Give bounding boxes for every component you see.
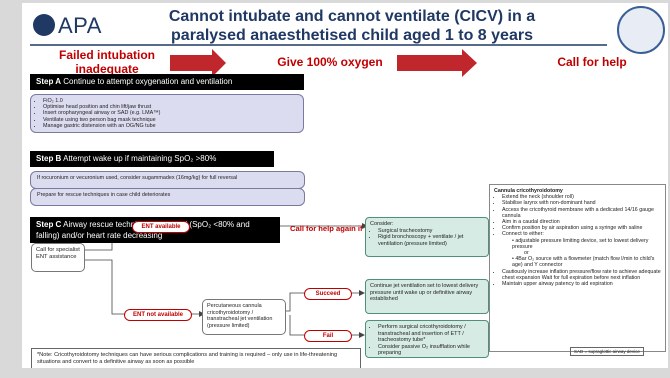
ent-not-available-pill: ENT not available — [124, 309, 192, 321]
guideline-slide: APA Cannot intubate and cannot ventilate… — [22, 3, 668, 368]
right-arrow-icon — [397, 49, 477, 77]
cric-item: Stabilise larynx with non-dominant hand — [502, 200, 661, 206]
cannula-cricothyroidotomy-panel: Cannula cricothyroidotomy Extend the nec… — [489, 184, 666, 352]
fail-item: Consider passive O₂ insufflation while p… — [378, 344, 484, 357]
consider-title: Consider: — [370, 221, 394, 227]
cric-title: Cannula cricothyroidotomy — [494, 188, 563, 194]
step-a-label: Step A — [36, 77, 62, 86]
step-b-note-prepare: Prepare for rescue techniques in case ch… — [30, 188, 305, 206]
cric-item: Maintain upper airway patency to aid exp… — [502, 281, 661, 287]
step-a-item: FiO₂ 1.0 — [43, 98, 299, 104]
connector-ent-not-available — [82, 259, 200, 315]
right-arrow-icon — [170, 49, 226, 77]
step-a-item: Optimise head position and chin lift/jaw… — [43, 104, 299, 110]
step-a-item: Insert oropharyngeal airway or SAD (e.g.… — [43, 110, 299, 116]
step-c-label: Step C — [36, 220, 62, 229]
title-line-1: Cannot intubate and cannot ventilate (CI… — [168, 8, 536, 25]
fail-pill: Fail — [304, 330, 352, 342]
cric-option-2: • 4Bar O₂ source with a flowmeter (match… — [512, 256, 655, 269]
consider-box: Consider: Surgical tracheostomy Rigid br… — [365, 217, 489, 257]
fail-box: Perform surgical cricothyroidotomy / tra… — [365, 320, 489, 358]
consider-item: Rigid bronchoscopy + ventilate / jet ven… — [378, 234, 484, 247]
ent-available-pill: ENT available — [132, 221, 190, 233]
step-a-text: Continue to attempt oxygenation and vent… — [63, 77, 233, 86]
cric-item: Cautiously increase inflation pressure/f… — [502, 269, 661, 281]
cric-item: Confirm position by air aspiration using… — [502, 225, 661, 231]
logo-text: APA — [58, 13, 102, 38]
fail-item: Perform surgical cricothyroidotomy / tra… — [378, 324, 484, 344]
cric-item: Access the cricothyroid membrane with a … — [502, 207, 661, 219]
cric-option-2-text: 4Bar O₂ source with a flowmeter (match f… — [512, 256, 655, 269]
step-b-header: Step B Attempt wake up if maintaining Sp… — [30, 151, 274, 167]
succeed-box: Continue jet ventilation set to lowest d… — [365, 279, 489, 314]
step-a-panel: FiO₂ 1.0 Optimise head position and chin… — [30, 94, 304, 133]
cric-option-1-text: adjustable pressure limiting device, set… — [512, 237, 649, 250]
apa-logo: APA — [33, 12, 113, 42]
cric-or: or — [524, 250, 529, 257]
cric-item: Connect to either: — [502, 231, 661, 237]
specialist-ent-box: Call for specialist ENT assistance — [31, 243, 85, 272]
step-a-header: Step A Continue to attempt oxygenation a… — [30, 74, 304, 90]
header-failed-line1: Failed intubation — [59, 48, 155, 62]
consider-item: Surgical tracheostomy — [378, 228, 484, 235]
header-give-oxygen: Give 100% oxygen — [277, 55, 383, 69]
step-c-text-line2: falling) and/or heart rate decreasing — [36, 231, 163, 240]
footnote: *Note: Cricothyroidotomy techniques can … — [31, 348, 361, 368]
society-seal-icon — [617, 6, 665, 54]
percutaneous-box: Percutaneous cannula cricothyroidotomy /… — [202, 299, 286, 335]
page-title: Cannot intubate and cannot ventilate (CI… — [132, 7, 572, 45]
step-a-item: Manage gastric distension with an OG/NG … — [43, 123, 299, 129]
succeed-pill: Succeed — [304, 288, 352, 300]
apa-logo-icon — [33, 14, 55, 36]
cric-item: Aim in a caudal direction — [502, 219, 661, 225]
title-line-2: paralysed anaesthetised child aged 1 to … — [171, 27, 533, 44]
step-b-text: Attempt wake up if maintaining SpO₂ >80% — [63, 154, 217, 163]
step-b-label: Step B — [36, 154, 62, 163]
cric-option-1: • adjustable pressure limiting device, s… — [512, 237, 649, 250]
call-for-help-again: Call for help again if not arrived — [290, 224, 404, 233]
cric-item: Extend the neck (shoulder roll) — [502, 194, 661, 200]
step-a-item: Ventilate using two person bag mask tech… — [43, 117, 299, 123]
sad-abbreviation-note: SAD = supraglottic airway device — [570, 347, 644, 356]
header-call-for-help: Call for help — [557, 55, 627, 69]
step-b-note-sugammadex: If rocuronium or vecuronium used, consid… — [30, 171, 305, 189]
